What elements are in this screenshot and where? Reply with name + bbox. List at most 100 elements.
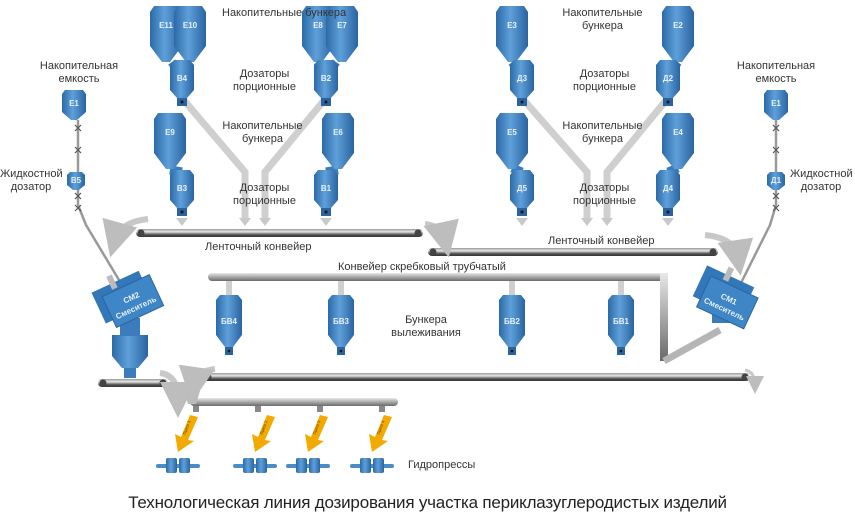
press-arrow-icon xyxy=(305,415,328,452)
aging-bin-label-4: БВ1 xyxy=(613,317,630,326)
valve-icon xyxy=(74,204,82,212)
label-storage-bins-2: Накопительные бункера xyxy=(222,120,303,145)
valve-icon xyxy=(772,124,780,132)
bin-e11-label: E11 xyxy=(159,21,173,30)
valve-icon xyxy=(74,146,82,154)
doser-b2-label: B2 xyxy=(321,74,332,83)
label-liquid-doser-left: Жидкостной дозатор xyxy=(0,168,63,193)
doser-d5: Д5 xyxy=(510,170,534,216)
doser-b4: B4 xyxy=(170,60,194,106)
doser-b1-label: B1 xyxy=(321,184,332,193)
press-arrow-icon xyxy=(252,415,275,452)
belt-conveyor-right xyxy=(428,248,718,256)
doser-b2: B2 xyxy=(314,60,338,106)
press-2: Пресс 2 xyxy=(233,406,277,473)
label-portion-dosers-3: Дозаторы порционные xyxy=(573,68,636,93)
label-storage-bins-1: Накопительные бункера xyxy=(222,7,347,19)
label-storage-bins-4: Накопительные бункера xyxy=(562,120,643,145)
bin-e4: E4 xyxy=(662,113,694,169)
press-arrow-label: Пресс 2 xyxy=(259,419,269,435)
doser-b5-label: B5 xyxy=(71,176,82,185)
bin-e3: E3 xyxy=(496,6,528,62)
mixer2-outlet xyxy=(124,368,136,378)
doser-b4-label: B4 xyxy=(177,74,188,83)
liquid-lines xyxy=(76,120,778,286)
doser-d1: Д1 xyxy=(767,172,785,190)
tank-e1-right: E1 xyxy=(764,90,788,120)
press-arrow-icon xyxy=(369,415,392,452)
bin-e3-label: E3 xyxy=(507,21,517,30)
aging-bin-2: БВ3 xyxy=(328,281,354,355)
doser-d4: Д4 xyxy=(656,170,680,216)
aging-bin-3: БВ2 xyxy=(499,281,525,355)
aging-bin-4: БВ1 xyxy=(608,281,634,355)
bin-e7-label: E7 xyxy=(337,21,347,30)
press-3: Пресс 3 xyxy=(286,406,330,473)
scraper-tube-conveyor xyxy=(208,273,722,365)
doser-d1-label: Д1 xyxy=(771,176,782,185)
label-storage-bins-3: Накопительные бункера xyxy=(562,7,643,32)
label-storage-tank-right: Накопительная емкость xyxy=(736,60,816,85)
press-arrow-label: Пресс 1 xyxy=(182,419,192,435)
bin-e8-label: E8 xyxy=(313,21,323,30)
label-portion-dosers-2: Дозаторы порционные xyxy=(233,182,296,207)
label-aging-bins: Бункера вылеживания xyxy=(391,314,461,339)
valve-icon xyxy=(772,192,780,200)
bin-e5: E5 xyxy=(496,113,528,169)
bin-e2-label: E2 xyxy=(673,21,683,30)
chutes-left xyxy=(179,95,329,222)
label-liquid-doser-right: Жидкостной дозатор xyxy=(790,168,853,193)
tank-e1-left: E1 xyxy=(62,90,86,120)
label-belt-conveyor-left: Ленточный конвейер xyxy=(205,241,312,253)
drop-arrows xyxy=(176,218,674,226)
diagram-title: Технологическая линия дозирования участк… xyxy=(128,493,727,512)
label-portion-dosers-4: Дозаторы порционные xyxy=(573,182,636,207)
doser-d2: Д2 xyxy=(656,60,680,106)
doser-b3: B3 xyxy=(170,170,194,216)
label-belt-conveyor-right: Ленточный конвейер xyxy=(548,235,655,247)
aging-bin-1: БВ4 xyxy=(216,281,242,355)
label-storage-tank-left: Накопительная емкость xyxy=(39,60,119,85)
label-scraper-conveyor: Конвейер скребковый трубчатый xyxy=(338,261,506,273)
valve-icon xyxy=(772,146,780,154)
valve-icon xyxy=(74,192,82,200)
press-arrow-icon xyxy=(175,415,198,452)
doser-d3-label: Д3 xyxy=(517,74,528,83)
doser-d3: Д3 xyxy=(510,60,534,106)
bin-e7: E7 xyxy=(326,6,358,62)
bin-e10-label: E10 xyxy=(183,21,198,30)
aging-bin-label-1: БВ4 xyxy=(221,317,238,326)
label-hydropresses: Гидропрессы xyxy=(408,459,476,471)
distribution-conveyor xyxy=(184,391,398,406)
bin-e6: E6 xyxy=(322,113,354,169)
chutes-right xyxy=(519,95,671,222)
bin-e5-label: E5 xyxy=(507,128,517,137)
press-arrow-label: Пресс 4 xyxy=(376,419,386,435)
bin-e9: E9 xyxy=(154,113,186,169)
bin-e9-label: E9 xyxy=(165,128,175,137)
mixer2-base xyxy=(112,335,148,368)
belt-conveyor-mixer2 xyxy=(98,379,168,387)
doser-d5-label: Д5 xyxy=(517,184,528,193)
valve-icon xyxy=(74,124,82,132)
aging-bin-label-3: БВ2 xyxy=(504,317,521,326)
tank-e1-left-label: E1 xyxy=(69,99,79,108)
press-arrow-label: Пресс 3 xyxy=(312,419,322,435)
valve-icon xyxy=(772,204,780,212)
press-4: Пресс 4 xyxy=(350,406,394,473)
bin-e4-label: E4 xyxy=(673,128,683,137)
press-1: Пресс 1 xyxy=(156,406,200,473)
doser-d2-label: Д2 xyxy=(663,74,674,83)
bin-e10: E10 xyxy=(174,6,206,62)
transfer-arrows xyxy=(102,216,764,418)
belt-conveyor-left xyxy=(136,229,423,237)
label-portion-dosers-1: Дозаторы порционные xyxy=(233,68,296,93)
doser-b3-label: B3 xyxy=(177,184,188,193)
aging-bin-label-2: БВ3 xyxy=(333,317,350,326)
doser-d4-label: Д4 xyxy=(663,184,674,193)
doser-b5: B5 xyxy=(67,172,85,190)
doser-b1: B1 xyxy=(314,170,338,216)
